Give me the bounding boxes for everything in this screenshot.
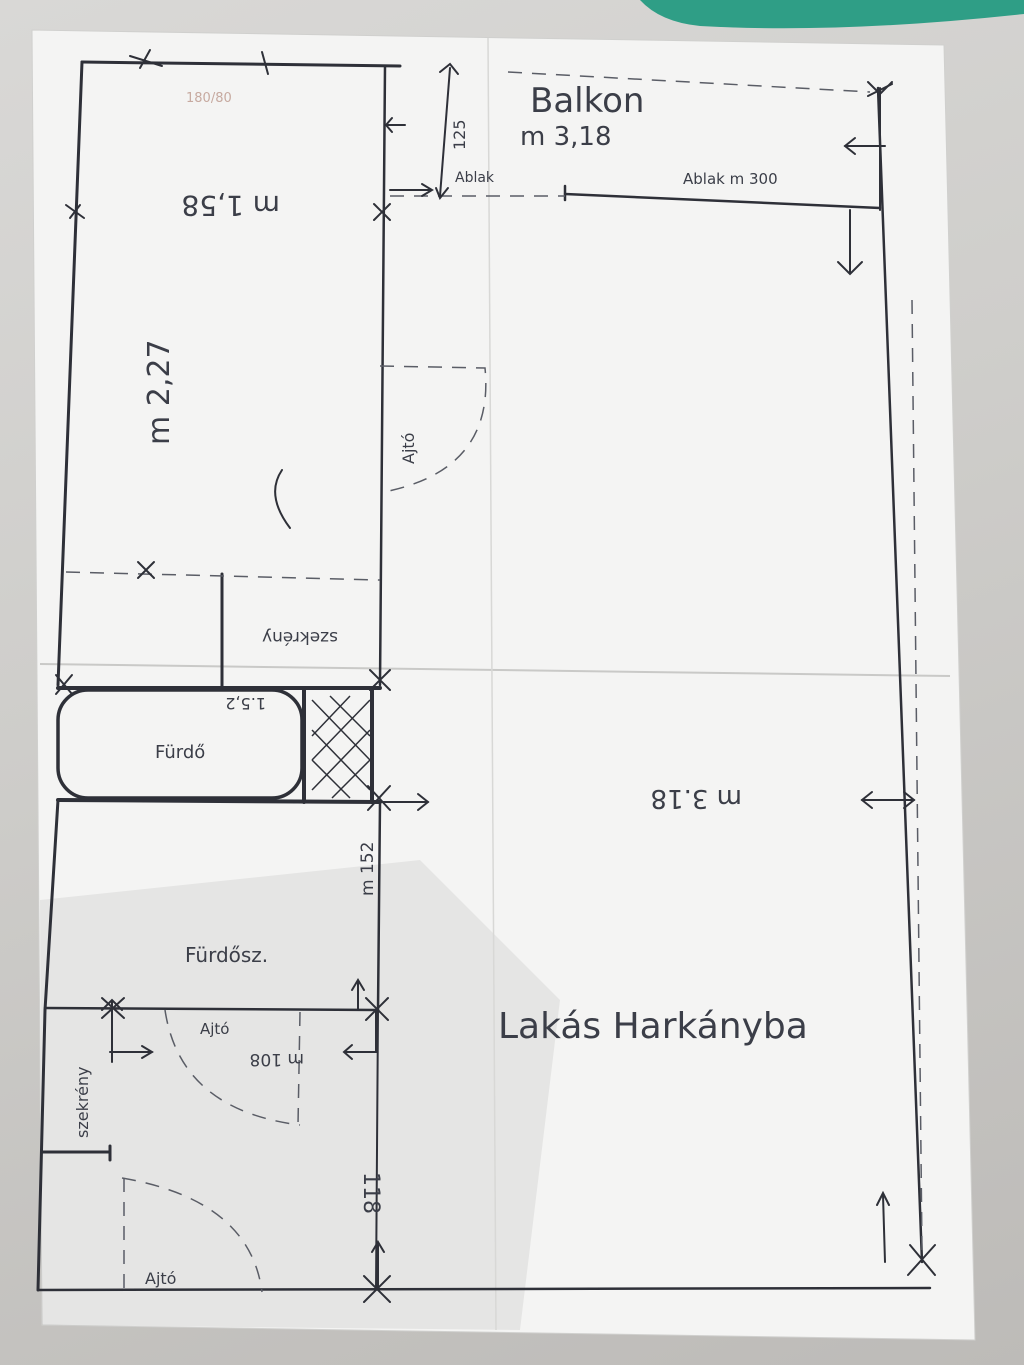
title-label: Lakás Harkányba — [498, 1006, 808, 1047]
dashed-lines — [65, 71, 923, 1293]
dimension-marks — [55, 49, 936, 1303]
room-length-label: m 2,27 — [142, 339, 177, 445]
bath-label: Fürdő — [155, 742, 205, 763]
fold-line-vertical — [487, 37, 497, 1331]
bathroom-height-label: m 152 — [358, 842, 378, 896]
top-small-label: 180/80 — [186, 91, 232, 106]
hatch-block — [311, 695, 371, 799]
bath-door-size: m 108 — [250, 1049, 304, 1069]
bath-door-label: Ajtó — [200, 1020, 230, 1038]
hall-depth-label: 118 — [358, 1172, 383, 1214]
closet-label: szekrény — [73, 1066, 92, 1138]
fold-line-horizontal — [39, 663, 951, 677]
main-width-label: m 3.18 — [651, 783, 742, 813]
balcony-label: Balkon — [530, 81, 644, 121]
shadow-overlay — [40, 860, 560, 1330]
room-top-label: m 1,58 — [181, 189, 280, 222]
paper-sheet — [31, 29, 976, 1341]
bathroom-label: Fürdősz. — [185, 943, 268, 967]
background-object — [640, 0, 1024, 29]
balcony-depth-label: 125 — [450, 119, 469, 150]
balcony-width-label: m 3,18 — [520, 122, 611, 152]
window-right-label: Ablak m 300 — [683, 170, 778, 188]
walls — [36, 60, 932, 1292]
bath-length-label: 1.5,2 — [225, 694, 266, 713]
room-door-label: Ajtó — [399, 433, 418, 464]
wardrobe-label: szekrény — [262, 627, 338, 647]
window-left-label: Ablak — [455, 170, 495, 186]
entry-door-label: Ajtó — [145, 1269, 176, 1288]
